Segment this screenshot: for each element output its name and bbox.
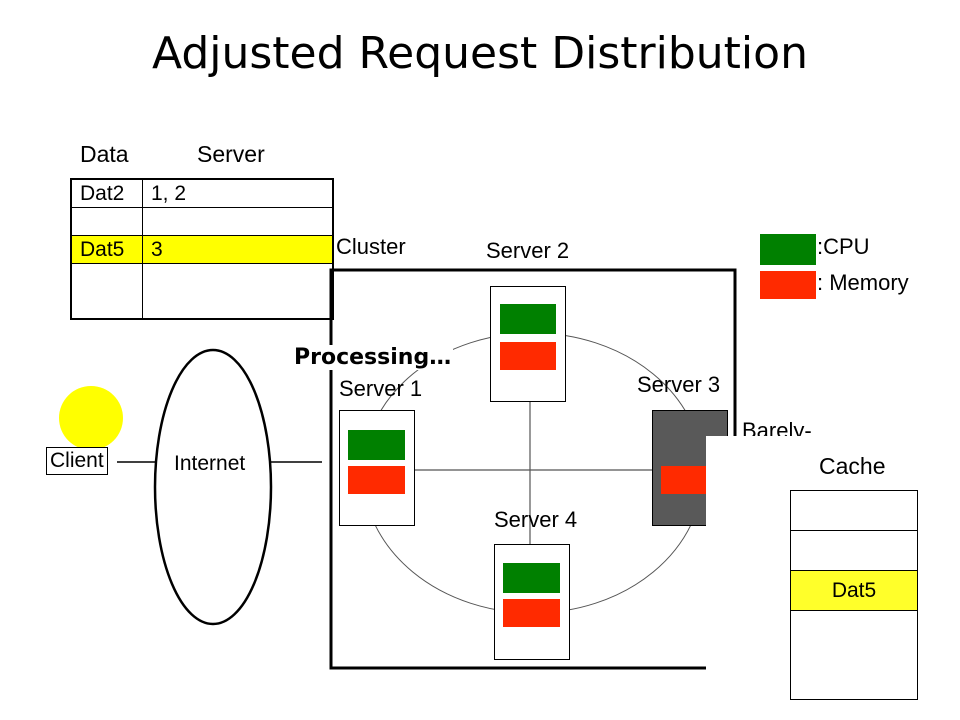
server-4-box xyxy=(494,544,570,660)
table-header-data: Data xyxy=(80,141,129,167)
cache-title: Cache xyxy=(819,453,886,479)
server-3-label: Server 3 xyxy=(637,372,721,397)
server-1-box xyxy=(339,410,415,526)
internet-cloud xyxy=(153,348,273,626)
cpu-bar xyxy=(500,304,556,334)
cache-row-highlighted: Dat5 xyxy=(790,570,918,611)
memory-bar xyxy=(348,466,405,494)
slide-title: Adjusted Request Distribution xyxy=(152,28,808,79)
table-row xyxy=(70,207,334,236)
cpu-bar xyxy=(348,430,405,460)
legend-memory-label: : Memory xyxy=(817,270,909,295)
server-4-label: Server 4 xyxy=(494,507,578,532)
legend-cpu-swatch xyxy=(760,234,816,265)
cache-row xyxy=(790,490,918,531)
server-2-label: Server 2 xyxy=(486,238,570,263)
cache-table: Dat5 xyxy=(790,490,918,700)
cache-row xyxy=(790,530,918,571)
cluster-label: Cluster xyxy=(336,234,406,259)
server-2-box xyxy=(490,286,566,402)
memory-bar xyxy=(500,342,556,370)
server-1-label: Server 1 xyxy=(339,376,423,401)
cpu-bar xyxy=(503,563,560,593)
legend-cpu-label: :CPU xyxy=(817,234,870,259)
internet-label: Internet xyxy=(174,452,246,475)
table-header-server: Server xyxy=(197,141,265,167)
legend-memory-swatch xyxy=(760,271,816,299)
cache-row xyxy=(790,610,918,700)
processing-status: Processing… xyxy=(292,345,454,370)
client-label: Client xyxy=(46,447,108,475)
client-indicator xyxy=(59,386,123,450)
memory-bar xyxy=(503,599,560,627)
table-row xyxy=(70,263,334,320)
